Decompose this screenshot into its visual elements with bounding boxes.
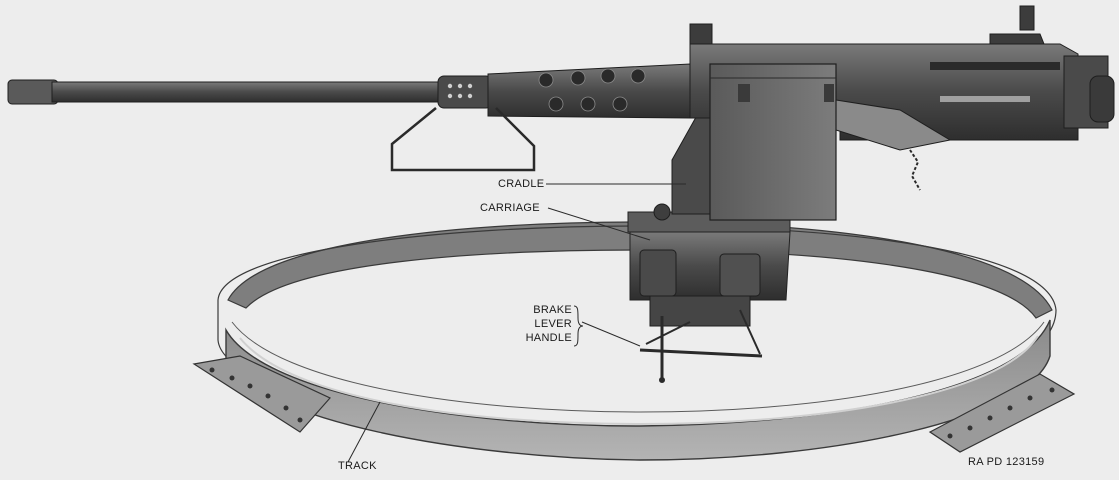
carriage-label: CARRIAGE [480, 202, 540, 214]
carriage-leader [547, 207, 651, 241]
carriage [627, 203, 791, 383]
machine-gun [7, 5, 1115, 221]
figure-id: RA PD 123159 [968, 456, 1045, 468]
cradle-label: CRADLE [498, 178, 545, 190]
brake-label-line3: HANDLE [525, 332, 572, 344]
brake-label-line2: LEVER [534, 318, 572, 330]
brake-leader [581, 321, 641, 347]
leader-lines [347, 183, 686, 463]
track-label: TRACK [338, 460, 377, 472]
brake-label-line1: BRAKE [533, 304, 572, 316]
track-leader [347, 401, 381, 463]
track-ring [192, 221, 1076, 461]
